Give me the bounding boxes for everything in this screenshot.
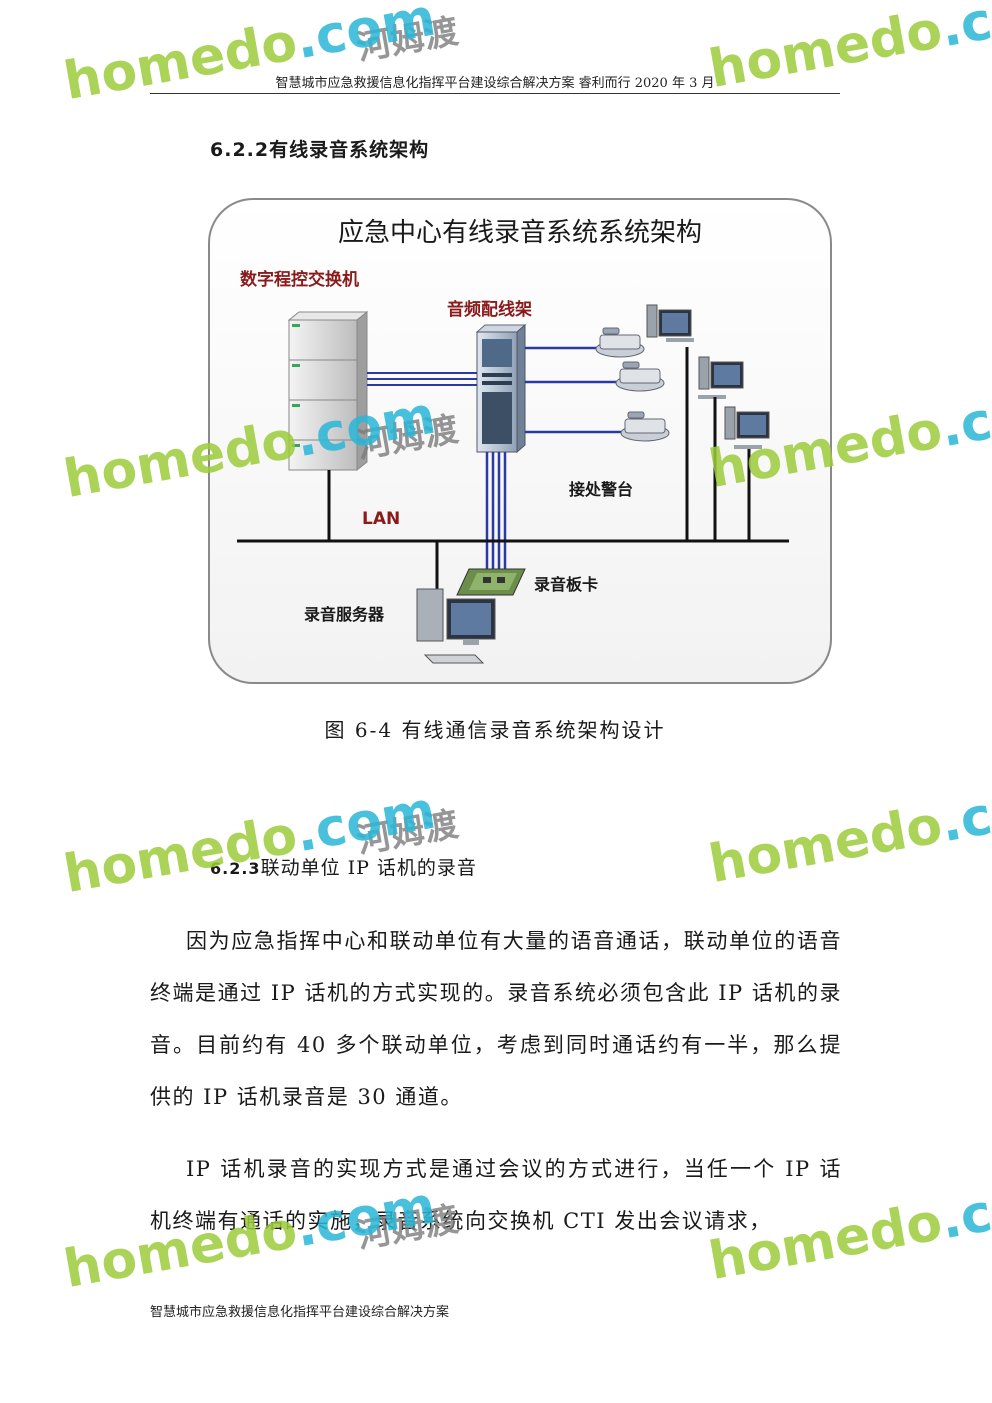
workstation-icon bbox=[646, 304, 694, 342]
page-header: 智慧城市应急救援信息化指挥平台建设综合解决方案 睿利而行 2020 年 3 月 bbox=[275, 76, 715, 91]
recording-server-label: 录音服务器 bbox=[304, 605, 385, 624]
section-title: 有线录音系统架构 bbox=[269, 139, 430, 161]
desk-phone-icon bbox=[620, 411, 670, 442]
desk-phone-icon bbox=[615, 361, 665, 392]
recording-server-icon bbox=[416, 588, 496, 664]
digital-switch-icon bbox=[287, 310, 369, 472]
system-architecture-diagram: 应急中心有线录音系统系统架构 数字程控交换机 音频配线架 bbox=[208, 198, 832, 684]
extension-lines bbox=[525, 346, 627, 434]
watermark-logo: homedo.com bbox=[59, 780, 440, 905]
recording-card-icon bbox=[456, 568, 526, 596]
patch-panel-icon bbox=[475, 323, 527, 454]
switch-label: 数字程控交换机 bbox=[240, 269, 359, 290]
section-title: 联动单位 IP 话机的录音 bbox=[260, 857, 477, 879]
recording-card-lines bbox=[485, 452, 507, 569]
figure-caption: 图 6-4 有线通信录音系统架构设计 bbox=[324, 718, 666, 742]
section-number: 6.2.2 bbox=[210, 139, 270, 161]
workstation-icon bbox=[724, 406, 770, 449]
recording-card-label: 录音板卡 bbox=[534, 575, 598, 594]
console-label: 接处警台 bbox=[569, 480, 633, 499]
header-divider bbox=[150, 93, 840, 94]
section-heading-6-2-2: 6.2.2有线录音系统架构 bbox=[210, 135, 429, 162]
page-footer: 智慧城市应急救援信息化指挥平台建设综合解决方案 bbox=[150, 1305, 450, 1320]
lan-label: LAN bbox=[362, 509, 400, 529]
watermark-cn: 河姆渡 bbox=[353, 11, 462, 69]
paragraph: 因为应急指挥中心和联动单位有大量的语音通话，联动单位的语音终端是通过 IP 话机… bbox=[150, 929, 842, 1109]
trunk-lines bbox=[367, 372, 477, 386]
paragraph: IP 话机录音的实现方式是通过会议的方式进行，当任一个 IP 话机终端有通话的实… bbox=[150, 1157, 842, 1233]
section-heading-6-2-3: 6.2.3联动单位 IP 话机的录音 bbox=[210, 853, 477, 880]
diagram-title: 应急中心有线录音系统系统架构 bbox=[338, 218, 702, 248]
patch-panel-label: 音频配线架 bbox=[447, 299, 532, 320]
section-number: 6.2.3 bbox=[210, 859, 261, 878]
lan-bus bbox=[237, 347, 789, 589]
body-text: 因为应急指挥中心和联动单位有大量的语音通话，联动单位的语音终端是通过 IP 话机… bbox=[150, 915, 842, 1247]
desk-phone-icon bbox=[595, 327, 645, 358]
watermark-logo: homedo.com bbox=[59, 0, 440, 113]
watermark-logo: homedo.com bbox=[704, 770, 992, 895]
workstation-icon bbox=[698, 356, 744, 399]
